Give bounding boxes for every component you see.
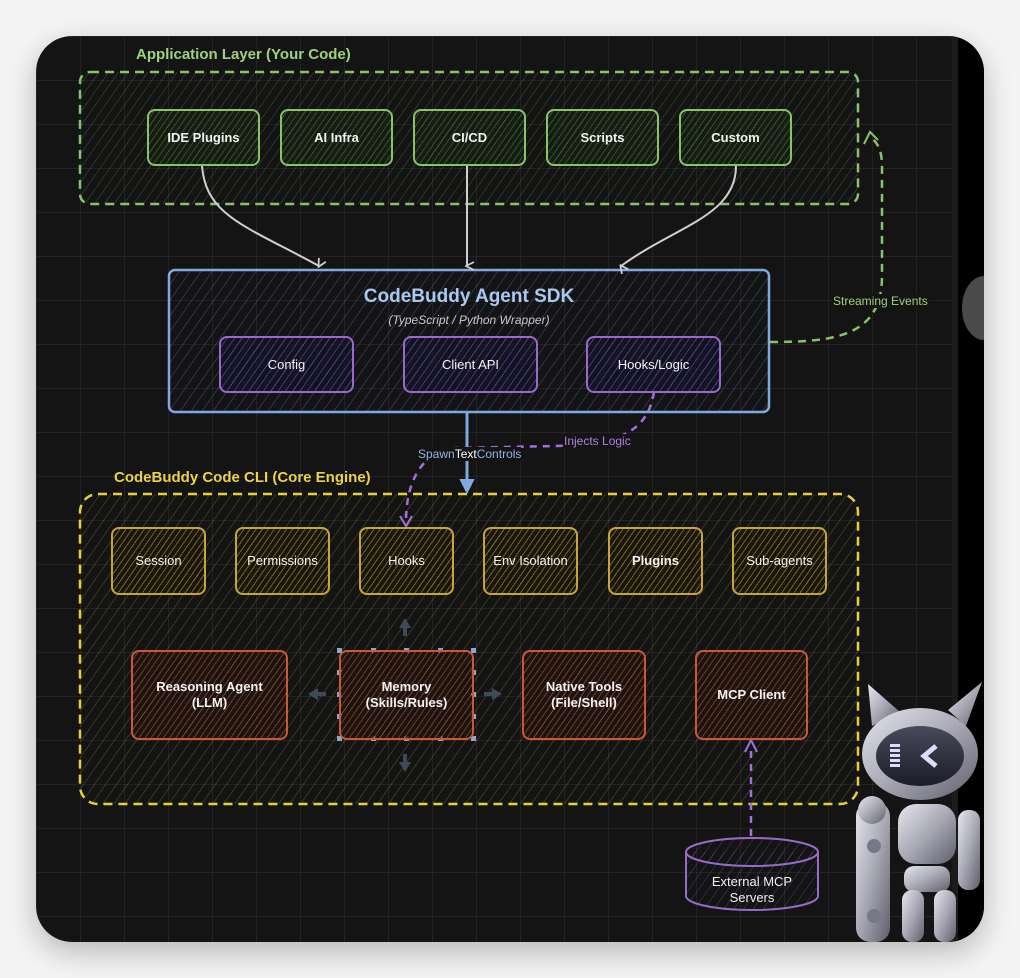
label-spawn-suffix: Controls	[476, 447, 522, 461]
native-tools-line1: Native Tools	[545, 679, 623, 694]
app-node-ide-plugins[interactable]: IDE Plugins	[147, 109, 260, 166]
edge-streaming-events	[769, 134, 884, 344]
sdk-node-config[interactable]: Config	[219, 336, 354, 393]
edge-injects-logic	[404, 391, 656, 523]
sdk-title: CodeBuddy Agent SDK	[363, 286, 575, 307]
label-streaming-events: Streaming Events	[832, 294, 929, 308]
native-tools-line2: (File/Shell)	[551, 695, 617, 710]
label-spawn-controls: SpawnTextControls	[418, 447, 522, 461]
diagram-connectors	[78, 70, 884, 911]
robot-cat-mascot-icon	[856, 682, 982, 942]
cli-node-plugins[interactable]: Plugins	[608, 527, 703, 595]
external-mcp-servers-cylinder	[685, 837, 819, 911]
sdk-node-client-api[interactable]: Client API	[403, 336, 538, 393]
mcp-client-label: MCP Client	[717, 687, 786, 702]
diagram-canvas: Application Layer (Your Code) CodeBuddy …	[36, 36, 984, 942]
scroll-knob[interactable]	[962, 276, 984, 340]
label-injects-logic: Injects Logic	[564, 434, 631, 448]
cli-node-hooks[interactable]: Hooks	[359, 527, 454, 595]
sdk-node-hooks-logic[interactable]: Hooks/Logic	[586, 336, 721, 393]
label-spawn-prefix: Spawn	[418, 447, 455, 461]
right-edge-scrollbar[interactable]	[952, 36, 984, 942]
mcp-arrowhead-icon	[744, 737, 758, 753]
cli-title: CodeBuddy Code CLI (Core Engine)	[114, 469, 371, 486]
cli-node-memory[interactable]: Memory (Skills/Rules)	[339, 650, 474, 740]
app-node-cicd[interactable]: CI/CD	[413, 109, 526, 166]
memory-move-arrows-icon	[308, 618, 502, 772]
memory-line2: (Skills/Rules)	[365, 695, 448, 710]
label-spawn-mid: Text	[454, 447, 477, 461]
cli-node-mcp-client[interactable]: MCP Client	[695, 650, 808, 740]
edge-custom-to-sdk	[621, 165, 737, 266]
injects-arrowhead-icon	[399, 515, 413, 528]
streaming-arrowhead-icon	[863, 130, 879, 145]
external-line1: External MCP	[711, 874, 793, 889]
cli-node-reasoning-agent[interactable]: Reasoning Agent (LLM)	[131, 650, 288, 740]
cli-node-session[interactable]: Session	[111, 527, 206, 595]
cli-node-permissions[interactable]: Permissions	[235, 527, 330, 595]
memory-line1: Memory	[381, 679, 432, 694]
reasoning-agent-line2: (LLM)	[191, 695, 228, 710]
app-layer-title: Application Layer (Your Code)	[136, 46, 351, 63]
app-node-scripts[interactable]: Scripts	[546, 109, 659, 166]
sdk-subtitle: (TypeScript / Python Wrapper)	[388, 313, 550, 327]
cli-node-sub-agents[interactable]: Sub-agents	[732, 527, 827, 595]
cli-node-native-tools[interactable]: Native Tools (File/Shell)	[522, 650, 646, 740]
external-mcp-servers-label[interactable]: External MCP Servers	[686, 874, 818, 906]
edge-ide-to-sdk	[201, 165, 319, 266]
app-node-custom[interactable]: Custom	[679, 109, 792, 166]
spawn-arrowhead-icon	[459, 479, 475, 495]
external-line2: Servers	[729, 890, 775, 905]
reasoning-agent-line1: Reasoning Agent	[156, 679, 263, 694]
cli-node-env-isolation[interactable]: Env Isolation	[483, 527, 578, 595]
app-node-ai-infra[interactable]: AI Infra	[280, 109, 393, 166]
